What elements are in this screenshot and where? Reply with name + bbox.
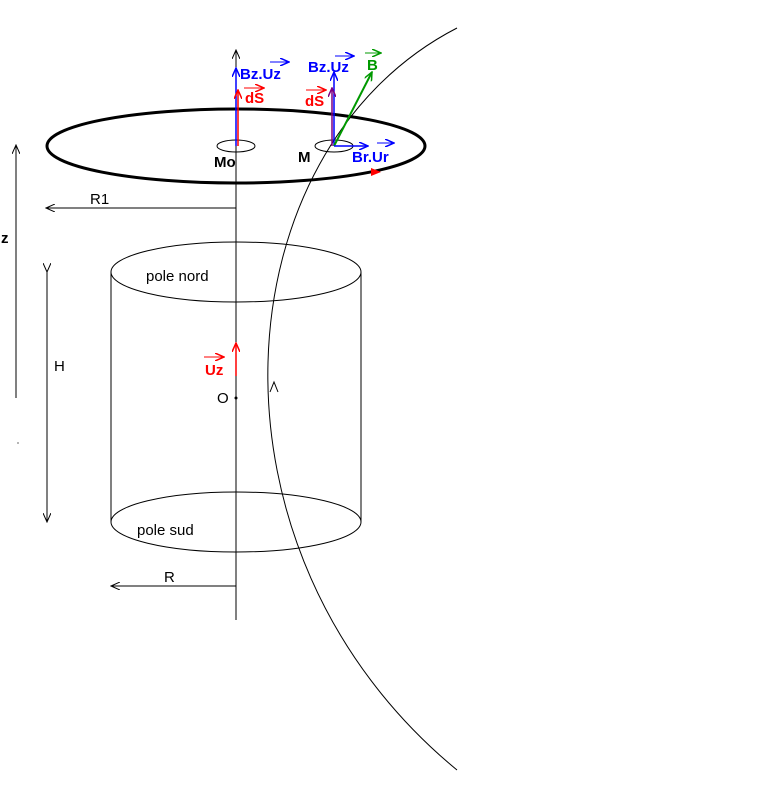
label-pole-nord: pole nord [146, 268, 209, 285]
label-b: B [367, 57, 378, 74]
b-vector [333, 72, 373, 147]
disk-orientation-arrow [371, 168, 381, 176]
label-pole-sud: pole sud [137, 522, 194, 539]
stray-dot [17, 442, 19, 444]
origin-point [234, 396, 238, 400]
label-bz-uz-right: Bz.Uz [308, 59, 349, 76]
label-r1: R1 [90, 191, 109, 208]
label-r: R [164, 569, 175, 586]
label-z: z [1, 230, 9, 247]
label-bz-uz-left: Bz.Uz [240, 66, 281, 83]
label-mo: Mo [214, 154, 236, 171]
label-o: O [217, 390, 229, 407]
label-ds-right: dS [305, 93, 324, 110]
label-h: H [54, 358, 65, 375]
field-line-direction-arrow [269, 380, 279, 393]
label-br-ur: Br.Ur [352, 149, 389, 166]
label-ds-left: dS [245, 90, 264, 107]
label-m: M [298, 149, 311, 166]
field-line-arc [267, 27, 458, 771]
label-uz: Uz [205, 362, 223, 379]
